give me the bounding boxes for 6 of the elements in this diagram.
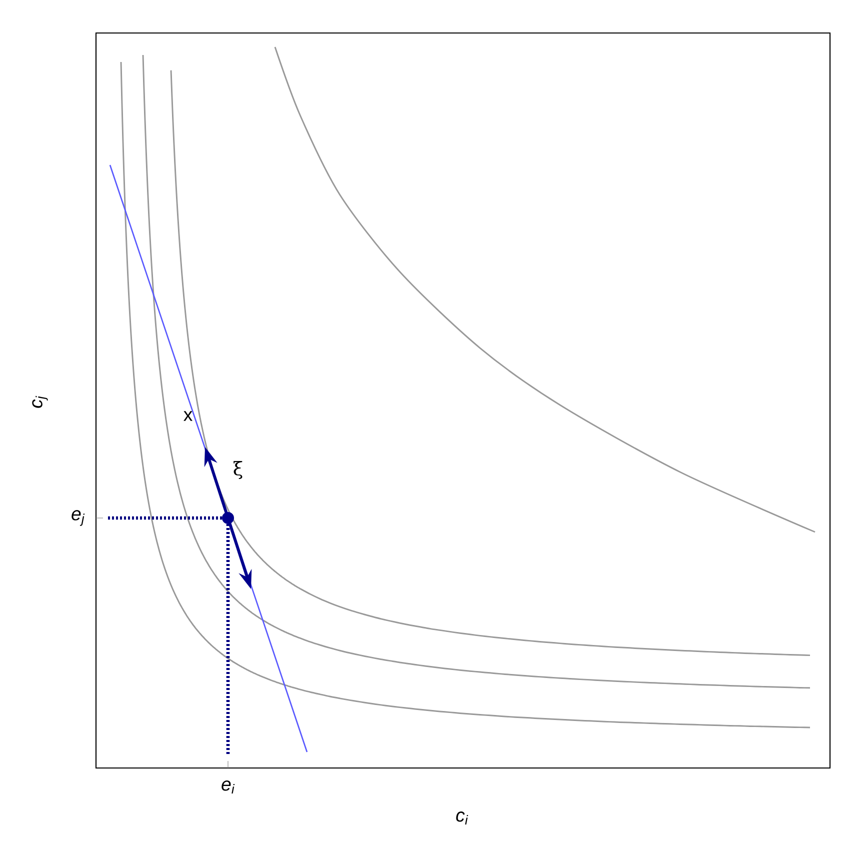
tick-label: e$_{i}$ <box>222 780 235 794</box>
tick-label: e$_{j}$ <box>72 510 85 526</box>
point-label: x <box>184 411 192 421</box>
axis-label: c$_{j}$ <box>32 396 48 408</box>
vector-label: ξ <box>234 460 242 480</box>
axis-label: c$_{i}$ <box>456 812 468 824</box>
